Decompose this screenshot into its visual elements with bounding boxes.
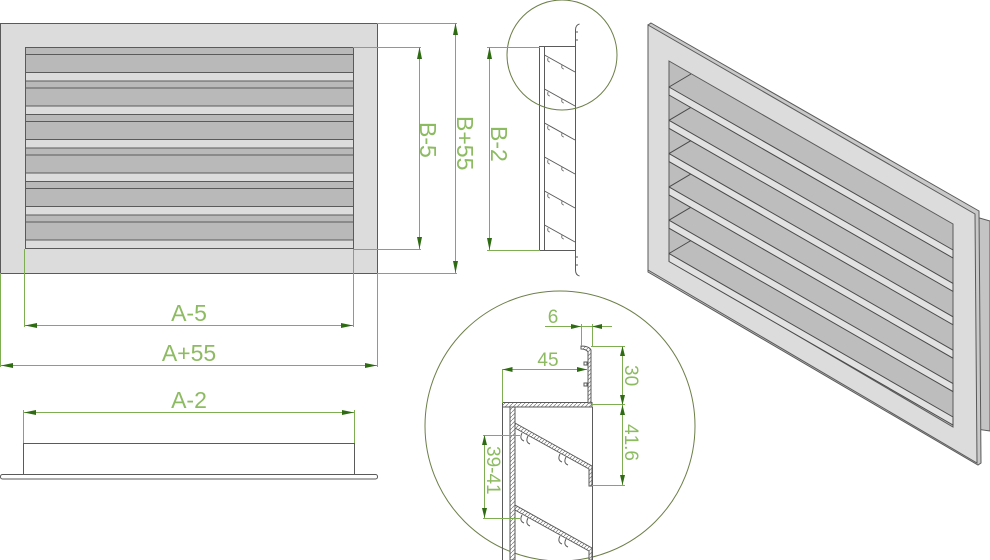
- iso-louver-depth-edge: [668, 206, 692, 221]
- detail-inner-wall: [509, 406, 516, 560]
- flange-label: 30: [620, 365, 641, 386]
- dimension-outer-width: A+55: [0, 273, 378, 368]
- section-slat-hook: [547, 227, 565, 240]
- section-slat: [544, 156, 576, 175]
- step-label: 41.6: [620, 424, 641, 461]
- section-view: B-2: [486, 0, 618, 277]
- front-louvers: [25, 54, 354, 249]
- detail-clip-1: [583, 361, 588, 366]
- section-slat-hook: [547, 91, 565, 104]
- section-slat-hook: [547, 159, 565, 172]
- inner-height-label: B-5: [415, 122, 441, 158]
- section-slat-hook: [547, 193, 565, 206]
- iso-louver: [668, 186, 954, 360]
- lip-label: 6: [548, 307, 559, 328]
- dimension-pitch: 39-41: [482, 435, 520, 519]
- dimension-flange: 30: [591, 346, 641, 405]
- front-view: B-5 B+55 A-5 A+55: [0, 23, 478, 368]
- inner-width-label: A-5: [171, 300, 207, 326]
- section-slats: [544, 54, 576, 243]
- detail-circle: [424, 290, 696, 560]
- dimension-bottom-width: A-2: [23, 387, 355, 443]
- bottom-body: [23, 443, 355, 475]
- iso-louver-depth-edge: [668, 106, 692, 121]
- iso-louver-depth-edge: [668, 240, 692, 254]
- front-louver-gap: [25, 105, 354, 115]
- dimension-section-height: B-2: [486, 47, 540, 251]
- section-slat: [544, 54, 576, 73]
- bottom-view: A-2: [0, 387, 378, 480]
- section-height-label: B-2: [486, 126, 512, 162]
- dimension-step: 41.6: [592, 405, 641, 486]
- section-frame-top: [539, 46, 576, 251]
- iso-louver-depth-edge: [668, 173, 692, 188]
- iso-louver: [668, 252, 954, 426]
- iso-slats: [668, 73, 954, 426]
- detail-outer-wall: [502, 407, 593, 560]
- front-louver-gap: [25, 139, 354, 149]
- section-slat: [544, 88, 576, 107]
- detail-top-flange: [502, 402, 593, 408]
- detail-view: 6 45 30 41.6 39-41: [424, 290, 696, 560]
- section-slat-hook: [547, 125, 565, 138]
- front-louver-gap: [25, 72, 354, 82]
- outer-width-label: A+55: [162, 340, 216, 366]
- section-slat: [544, 190, 576, 209]
- dimension-outer-height: B+55: [377, 23, 478, 274]
- dimension-lip: 6: [545, 307, 612, 346]
- iso-louver: [668, 152, 954, 326]
- iso-louver: [668, 86, 954, 259]
- iso-louver-depth-edge: [668, 140, 692, 155]
- bottom-width-label: A-2: [171, 387, 207, 413]
- section-slat: [544, 122, 576, 141]
- dimension-depth: 45: [502, 350, 587, 403]
- detail-callout-circle: [506, 0, 618, 111]
- detail-clip-2: [583, 382, 588, 387]
- detail-slat-1: [514, 422, 593, 487]
- section-slat: [544, 224, 576, 243]
- isometric-view: [647, 22, 990, 466]
- detail-front-lip: [580, 345, 592, 404]
- dimension-inner-height: B-5: [353, 47, 441, 250]
- front-louver-gap: [25, 206, 354, 216]
- depth-label: 45: [537, 350, 558, 371]
- dimension-inner-width: A-5: [24, 249, 354, 328]
- section-flange: [575, 23, 580, 277]
- section-slat-hook: [547, 57, 565, 70]
- front-louver-gap: [25, 172, 354, 182]
- front-louver-gap: [25, 239, 354, 249]
- iso-louver: [668, 119, 954, 293]
- iso-louver: [668, 219, 954, 393]
- pitch-label: 39-41: [482, 446, 503, 495]
- outer-height-label: B+55: [452, 116, 478, 170]
- detail-slat-2: [514, 504, 593, 560]
- detail-slat-hooks: [520, 432, 569, 548]
- bottom-flange: [0, 474, 378, 480]
- section-frame-wall: [539, 46, 545, 251]
- iso-louver-depth-edge: [668, 73, 692, 88]
